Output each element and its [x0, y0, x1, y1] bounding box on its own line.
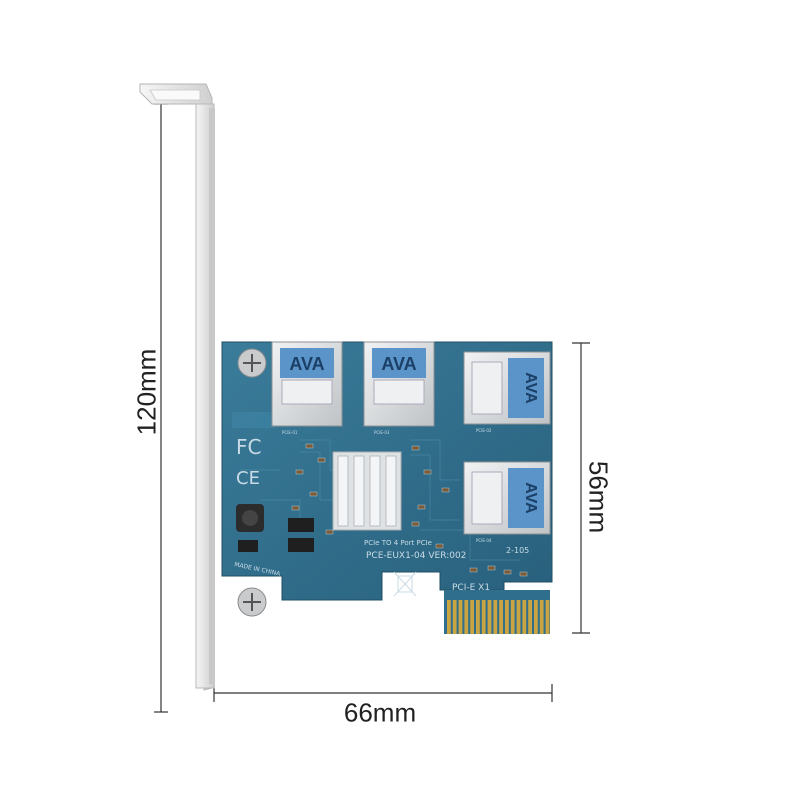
depth-dimension-label: 56mm — [583, 460, 614, 534]
screw-bottom — [237, 587, 267, 617]
port-brand-label: AVA — [289, 354, 324, 374]
gold-finger-contact — [499, 600, 503, 634]
height-dimension-label: 120mm — [131, 348, 162, 436]
smd-component — [411, 445, 420, 451]
gold-finger-contact — [505, 600, 509, 634]
board-model-text: PCE-EUX1-04 VER:002 — [366, 551, 466, 561]
usb-port-4[interactable]: AVA — [463, 461, 551, 535]
gold-finger-contact — [458, 600, 463, 634]
width-dimension-label: 66mm — [343, 697, 417, 728]
gold-finger-contact — [510, 600, 515, 634]
board-date-code: 2-105 — [506, 546, 529, 555]
smd-component — [503, 569, 512, 575]
gold-finger-contact — [516, 600, 521, 634]
port-brand-label: AVA — [522, 372, 539, 404]
smd-component — [295, 469, 304, 475]
gold-finger-contact — [476, 600, 480, 634]
port-label: PCIE-02 — [476, 428, 492, 433]
mounting-bracket — [139, 83, 215, 691]
smd-component — [309, 491, 318, 497]
smd-component — [417, 504, 426, 510]
port-brand-label: AVA — [522, 482, 539, 514]
pcb-board: AVA AVA AVA AVA FC CE PCIe TO 4 Port PCI… — [221, 341, 553, 634]
port-brand-label: AVA — [381, 354, 416, 374]
chip — [288, 518, 314, 532]
port-label: PCIE-03 — [374, 430, 390, 435]
smd-component — [441, 487, 450, 493]
heatsink — [332, 451, 402, 531]
gold-finger-contact — [539, 600, 544, 634]
smd-component — [411, 521, 420, 527]
gold-finger-contact — [452, 600, 457, 634]
weee-bin-icon — [393, 571, 417, 597]
smd-component — [423, 469, 432, 475]
heatsink-fin — [353, 455, 365, 527]
gold-finger-contact — [534, 600, 538, 634]
gold-finger-contact — [528, 600, 532, 634]
gold-fingers — [444, 590, 550, 634]
gold-finger-contact — [493, 600, 498, 634]
chip — [288, 538, 314, 552]
usb-port-1[interactable]: AVA — [271, 341, 343, 427]
smd-component — [317, 457, 326, 463]
smd-component — [291, 505, 300, 511]
dimension-line-depth — [572, 342, 590, 634]
heatsink-fin — [337, 455, 349, 527]
screw-top — [237, 348, 267, 378]
chip — [238, 540, 258, 552]
board-title-text: PCIe TO 4 Port PCIe — [364, 539, 432, 547]
ce-mark: CE — [236, 468, 260, 489]
smd-component — [305, 443, 314, 449]
heatsink-fin — [385, 455, 397, 527]
gold-finger-contact — [522, 600, 527, 634]
pci-e-x1-text: PCI-E X1 — [452, 583, 490, 593]
gold-finger-contact — [470, 600, 474, 634]
smd-component — [469, 567, 478, 573]
gold-finger-contact — [447, 600, 451, 634]
smd-component — [435, 543, 444, 549]
usb-port-3[interactable]: AVA — [463, 351, 551, 425]
heatsink-fin — [369, 455, 381, 527]
smd-component — [519, 571, 528, 577]
fcc-mark: FC — [236, 435, 261, 459]
gold-finger-contact — [487, 600, 492, 634]
port-label: PCIE-04 — [476, 538, 492, 543]
port-label: PCIE-01 — [282, 430, 298, 435]
gold-finger-contact — [481, 600, 486, 634]
gold-finger-contact — [545, 600, 550, 634]
smd-component — [325, 529, 334, 535]
gold-finger-contact — [464, 600, 469, 634]
smd-component — [487, 565, 496, 571]
usb-port-2[interactable]: AVA — [363, 341, 435, 427]
